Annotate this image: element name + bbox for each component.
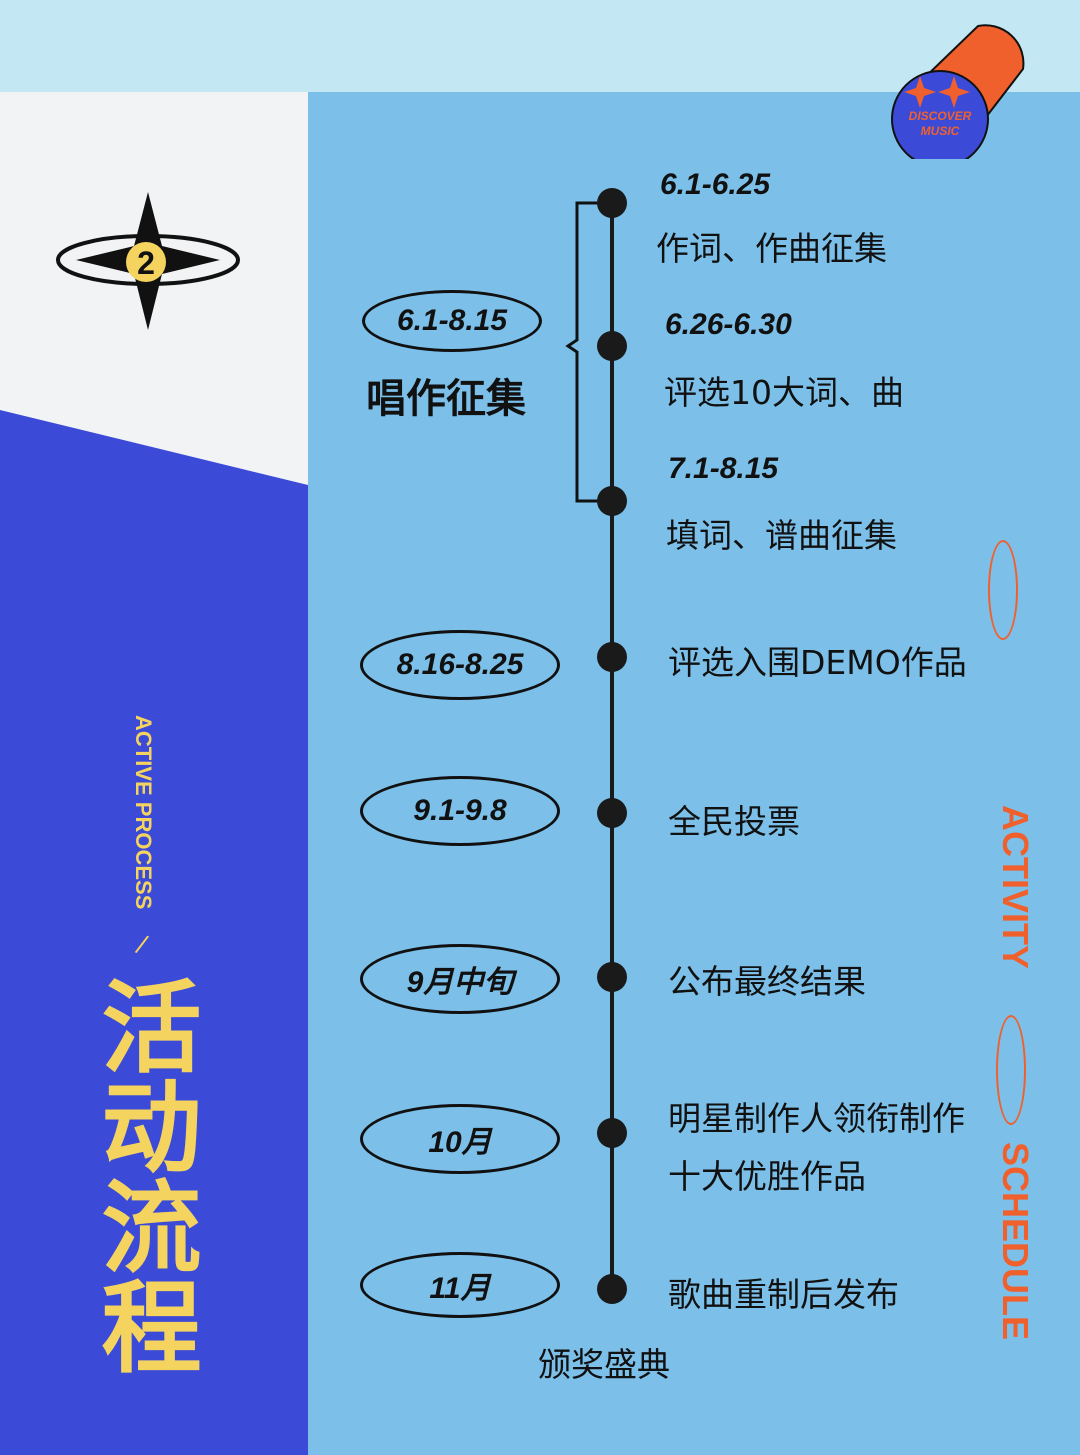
badge-number: 2 <box>137 245 155 281</box>
timeline-line <box>610 203 614 1290</box>
timeline-dot <box>597 188 627 218</box>
milestone-text: 歌曲重制后发布 <box>668 1275 899 1314</box>
timeline-dot <box>597 642 627 672</box>
timeline-dot <box>597 486 627 516</box>
left-blue-panel <box>0 410 308 1455</box>
milestone-date: 11月 <box>360 1252 560 1318</box>
step-text: 评选10大词、曲 <box>664 373 904 412</box>
decor-ellipse <box>988 540 1018 640</box>
step-date: 6.1-6.25 <box>660 168 771 201</box>
milestone-date: 9月中旬 <box>360 944 560 1014</box>
svg-text:MUSIC: MUSIC <box>921 124 960 138</box>
timeline-dot <box>597 798 627 828</box>
step-date: 6.26-6.30 <box>665 308 792 341</box>
milestone-text: 评选入围DEMO作品 <box>668 643 967 682</box>
milestone-date: 9.1-9.8 <box>360 776 560 846</box>
timeline-dot <box>597 962 627 992</box>
group-bracket <box>565 201 610 503</box>
group-date-ellipse: 6.1-8.15 <box>362 290 542 352</box>
side-title: 活动流程 <box>84 975 201 1375</box>
group-label: 唱作征集 <box>366 376 526 422</box>
vertical-activity: ACTIVITY <box>995 805 1036 970</box>
milestone-text-line2: 十大优胜作品 <box>668 1157 866 1196</box>
milestone-text: 公布最终结果 <box>668 962 866 1001</box>
milestone-date: 8.16-8.25 <box>360 630 560 700</box>
side-subtitle: ACTIVE PROCESS <box>131 715 156 910</box>
vertical-schedule: SCHEDULE <box>995 1142 1036 1341</box>
discover-music-logo: DISCOVER MUSIC <box>891 24 1025 159</box>
milestone-text: 明星制作人领衔制作 <box>668 1099 965 1138</box>
step-text: 填词、谱曲征集 <box>666 516 897 555</box>
svg-text:DISCOVER: DISCOVER <box>909 109 972 123</box>
decor-ellipse <box>996 1015 1026 1125</box>
milestone-text: 全民投票 <box>668 802 800 841</box>
timeline-dot <box>597 331 627 361</box>
milestone-date: 10月 <box>360 1104 560 1174</box>
step-date: 7.1-8.15 <box>668 452 779 485</box>
star-badge-icon: 2 <box>56 192 240 330</box>
footer-text: 颁奖盛典 <box>538 1345 670 1384</box>
timeline-dot <box>597 1118 627 1148</box>
timeline-dot <box>597 1274 627 1304</box>
step-text: 作词、作曲征集 <box>656 229 887 268</box>
